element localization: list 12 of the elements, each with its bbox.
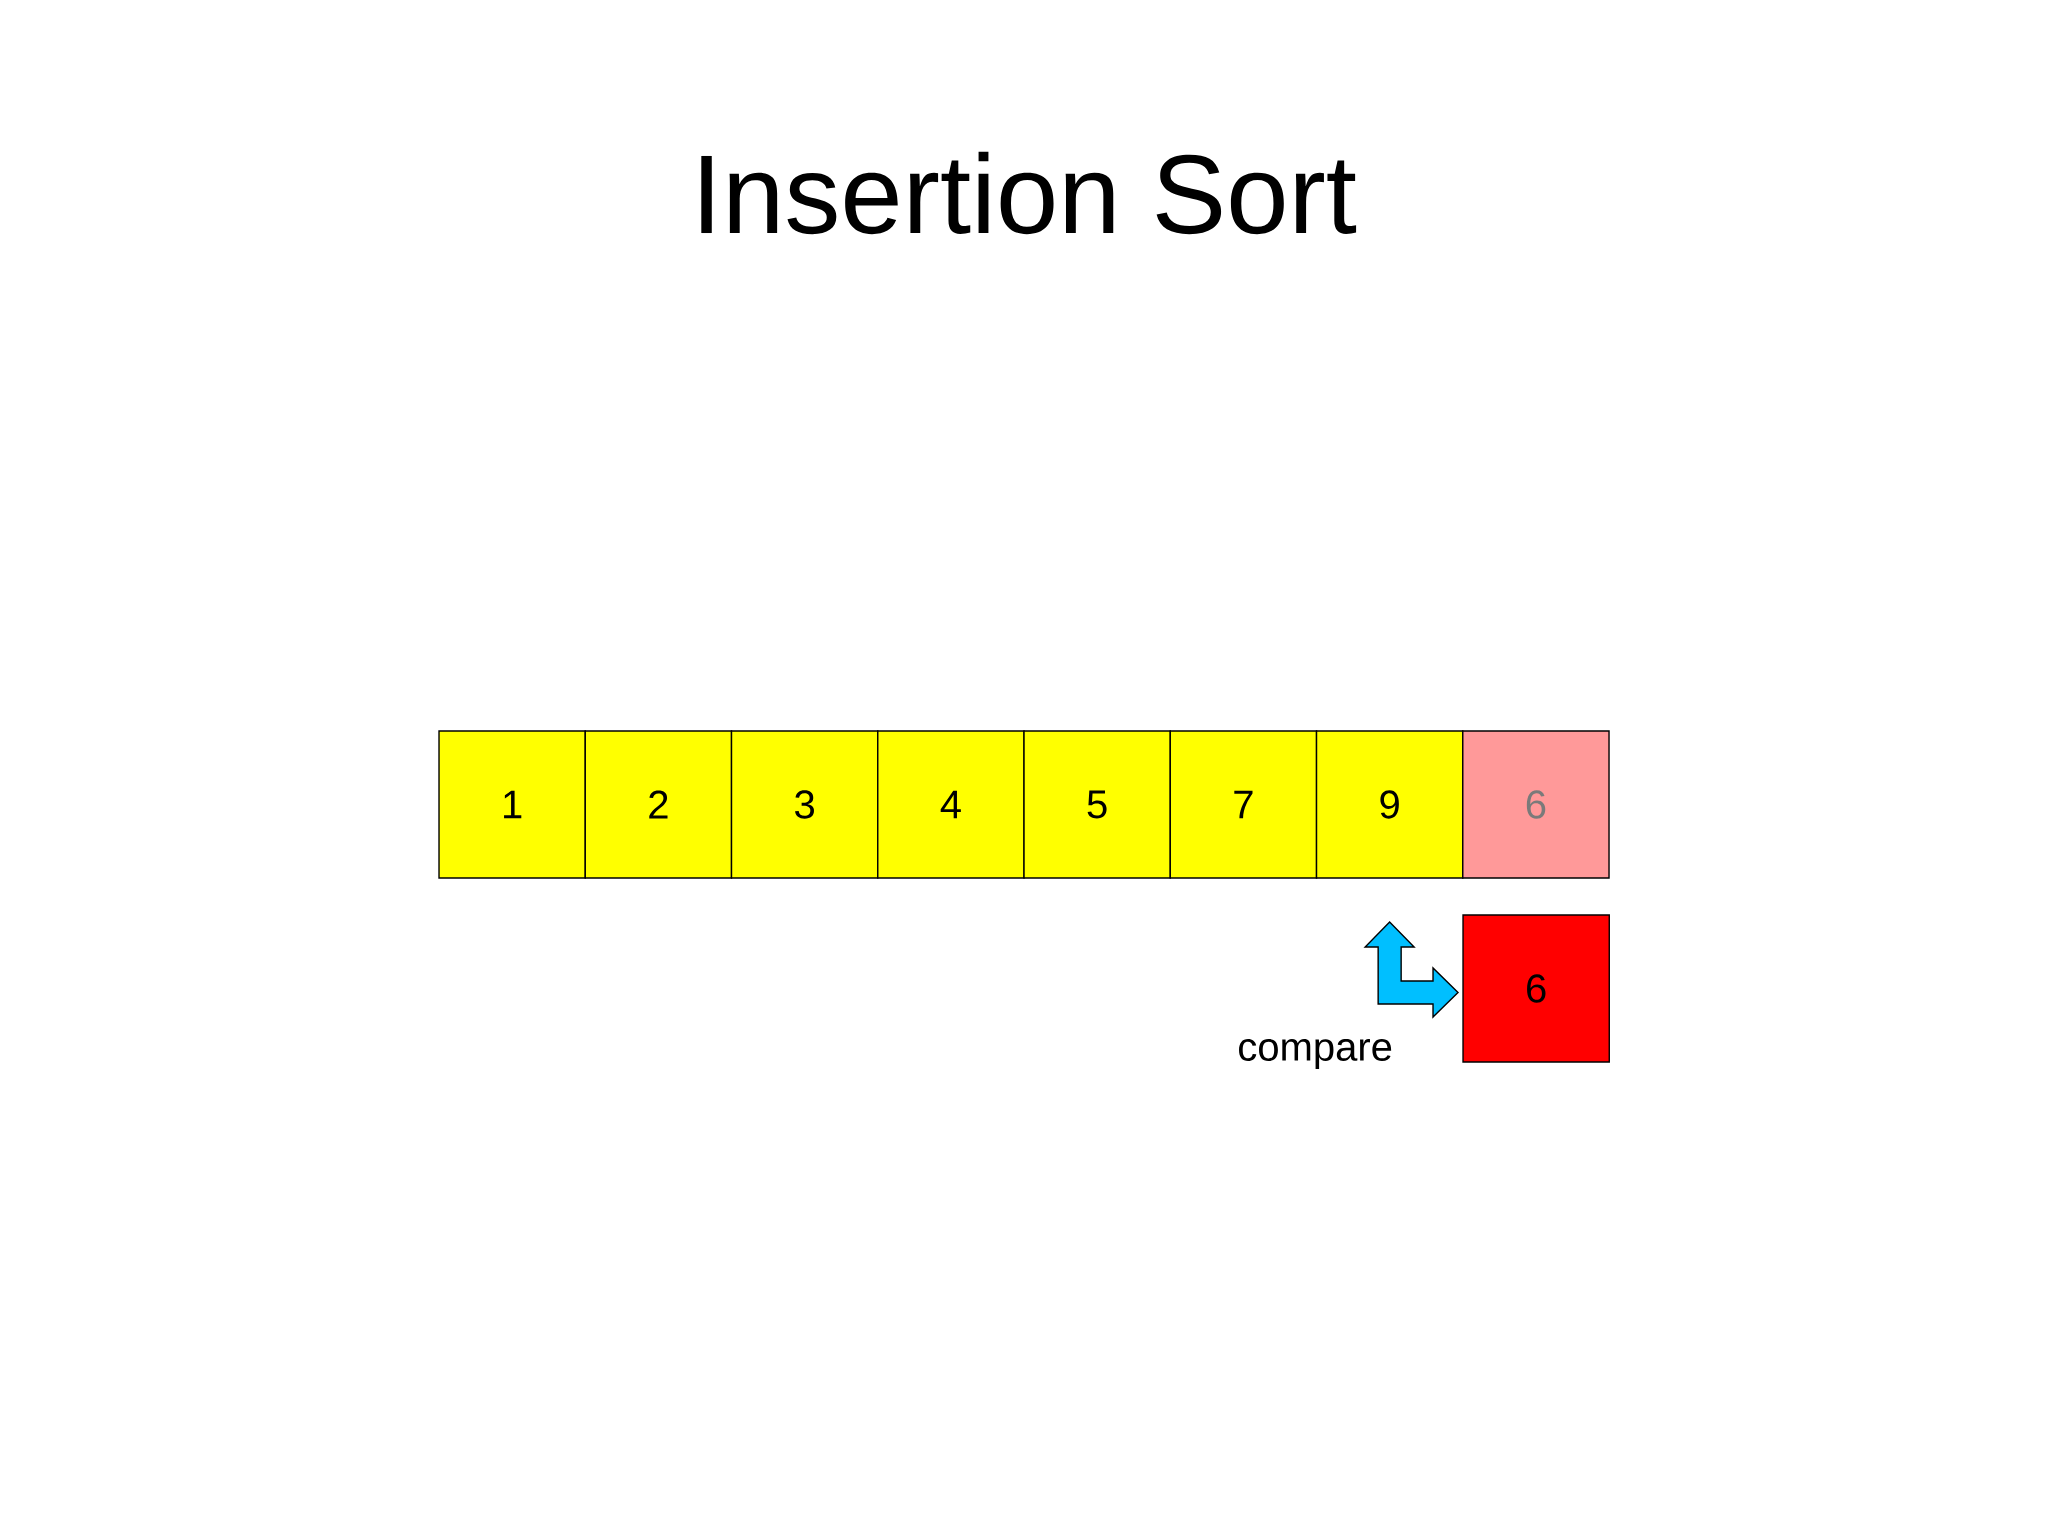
array-cell: 9	[1315, 730, 1464, 879]
array-cell: 3	[730, 730, 879, 879]
edge-label: compare	[1235, 1037, 1395, 1071]
bent-double-arrow	[1363, 921, 1460, 1019]
array-cell: 2	[584, 730, 733, 879]
array-cell: 1	[438, 730, 586, 879]
array-cell: 5	[1023, 730, 1171, 879]
array-cell: 7	[1169, 730, 1318, 879]
array-cell: 6	[1462, 730, 1610, 879]
number-box: 6	[1462, 914, 1610, 1063]
array-cell: 4	[877, 730, 1025, 879]
title: Insertion Sort	[701, 151, 1357, 235]
